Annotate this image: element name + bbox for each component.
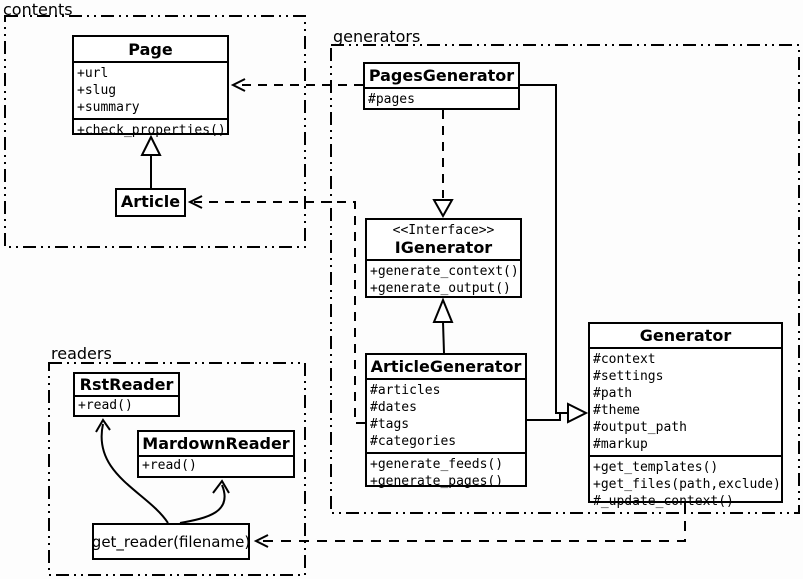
package-label-generators: generators — [333, 27, 421, 46]
method: +get_templates() — [593, 460, 719, 475]
triangle-article-page — [140, 134, 162, 156]
arrowhead-open-getreader — [253, 534, 269, 548]
attribute: #context — [593, 352, 656, 367]
triangle-generator — [567, 402, 589, 424]
triangle-pagesgenerator-igenerator — [432, 199, 454, 219]
arrowhead-open-article — [187, 195, 203, 209]
class-articlegenerator: ArticleGenerator #articles #dates #tags … — [365, 353, 527, 489]
realization-articlegenerator-igenerator — [442, 321, 445, 354]
package-border-contents — [4, 15, 306, 248]
class-page-attributes: +url +slug +summary — [74, 61, 227, 118]
class-generator: Generator #context #settings #path #them… — [588, 322, 783, 509]
package-border-generators — [330, 44, 800, 514]
method: +read() — [78, 398, 133, 413]
method: +generate_output() — [370, 281, 511, 296]
method: #_update_context() — [593, 494, 734, 509]
class-page: Page +url +slug +summary +check_properti… — [72, 35, 229, 138]
class-article-title: Article — [120, 192, 181, 211]
class-articlegenerator-title: ArticleGenerator — [370, 357, 522, 376]
class-rstreader-title: RstReader — [79, 375, 174, 394]
attribute: #settings — [593, 369, 664, 384]
class-page-methods: +check_properties() — [74, 118, 227, 141]
attribute: #articles — [370, 383, 441, 398]
package-border-readers — [48, 362, 306, 576]
method: +generate_context() — [370, 264, 519, 279]
function-get-reader: get_reader(filename) — [92, 523, 250, 560]
method: +check_properties() — [77, 123, 226, 138]
class-generator-methods: +get_templates() +get_files(path,exclude… — [590, 455, 781, 512]
method: +get_files(path,exclude) — [593, 477, 781, 492]
attribute: +url — [77, 66, 109, 81]
arrowhead-rstreader — [95, 418, 111, 433]
class-article: Article — [115, 188, 186, 217]
package-label-contents: contents — [3, 0, 73, 19]
attribute: #tags — [370, 417, 410, 432]
dependency-generator-getreader — [262, 503, 686, 542]
arrowhead-open-page — [230, 78, 246, 92]
triangle-articlegenerator-igenerator — [432, 297, 454, 323]
class-mardownreader-methods: +read() — [139, 455, 293, 475]
class-rstreader-methods: +read() — [75, 395, 178, 415]
class-igenerator-stereotype: <<Interface>> — [392, 223, 495, 238]
method: +generate_feeds() — [370, 457, 504, 472]
inheritance-pagesgenerator-generator — [520, 84, 568, 414]
class-mardownreader-title: MardownReader — [142, 434, 290, 453]
class-igenerator-methods: +generate_context() +generate_output() — [367, 259, 520, 299]
method: +read() — [142, 458, 197, 473]
class-mardownreader: MardownReader +read() — [137, 430, 295, 478]
function-get-reader-label: get_reader(filename) — [91, 532, 251, 551]
attribute: #dates — [370, 400, 417, 415]
arrow-getreader-mardownreader — [179, 484, 226, 524]
inheritance-articlegenerator-generator — [527, 413, 561, 421]
attribute: #pages — [368, 92, 415, 107]
attribute: +summary — [77, 100, 140, 115]
package-label-readers: readers — [51, 344, 112, 363]
class-articlegenerator-methods: +generate_feeds() +generate_pages() — [367, 452, 525, 492]
attribute: #theme — [593, 403, 640, 418]
class-pagesgenerator-attributes: #pages — [365, 87, 518, 110]
class-generator-title: Generator — [639, 326, 732, 345]
class-page-title: Page — [128, 40, 173, 59]
attribute: #output_path — [593, 420, 687, 435]
class-pagesgenerator: PagesGenerator #pages — [363, 62, 520, 110]
dependency-articlegenerator-article — [194, 201, 365, 424]
class-igenerator: <<Interface>> IGenerator +generate_conte… — [365, 218, 522, 298]
class-rstreader: RstReader +read() — [73, 372, 180, 417]
method: +generate_pages() — [370, 474, 504, 489]
attribute: #markup — [593, 437, 648, 452]
attribute: +slug — [77, 83, 117, 98]
arrowhead-mardownreader — [212, 479, 230, 494]
attribute: #path — [593, 386, 633, 401]
arrow-getreader-rstreader — [100, 423, 169, 524]
class-pagesgenerator-title: PagesGenerator — [368, 66, 515, 85]
class-igenerator-title: IGenerator — [394, 238, 493, 257]
attribute: #categories — [370, 434, 457, 449]
class-articlegenerator-attributes: #articles #dates #tags #categories — [367, 378, 525, 452]
class-generator-attributes: #context #settings #path #theme #output_… — [590, 347, 781, 455]
